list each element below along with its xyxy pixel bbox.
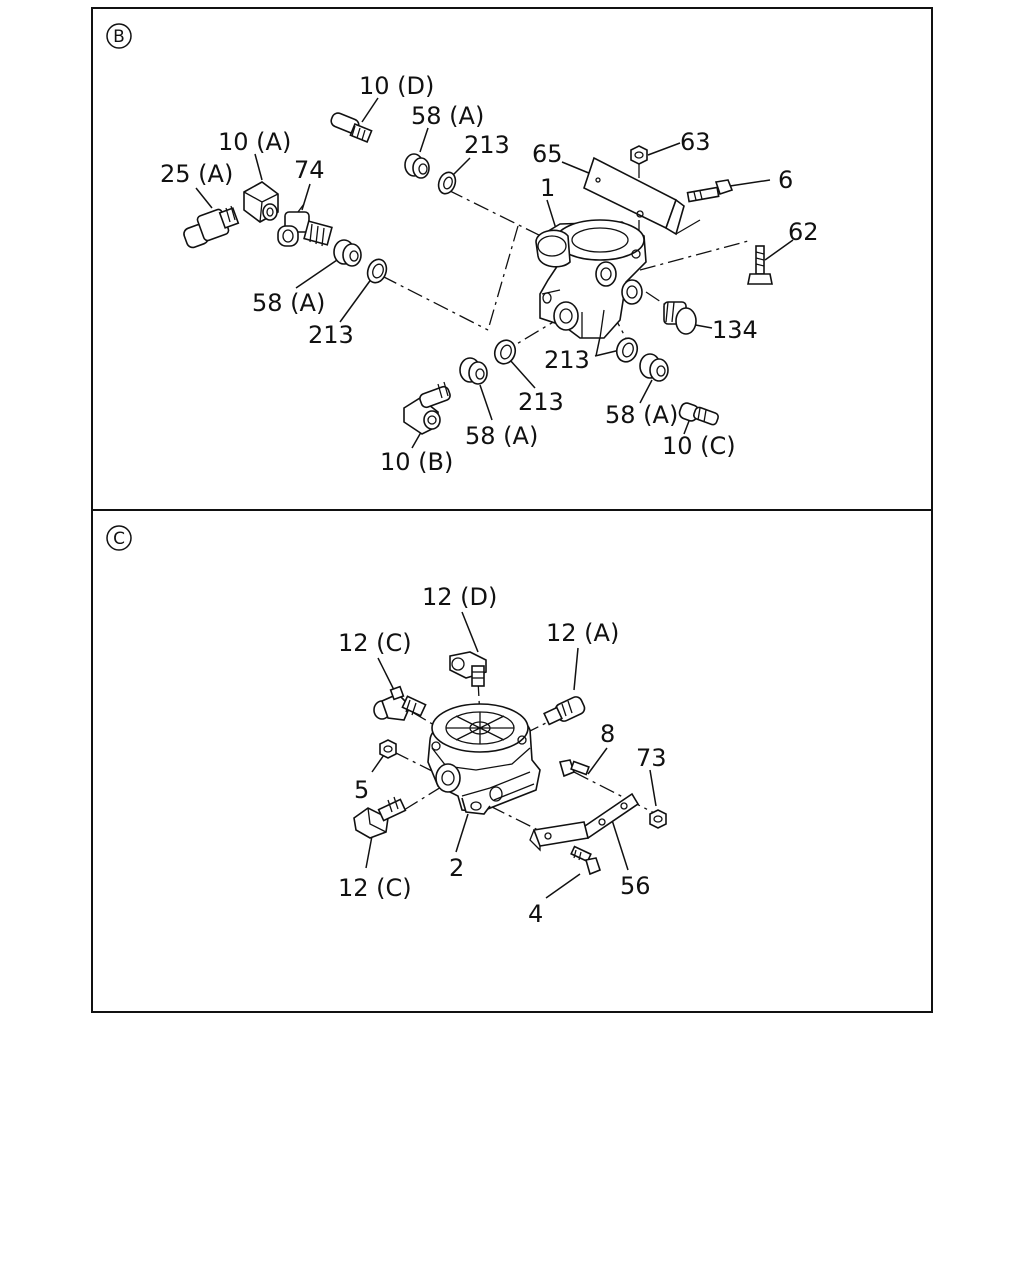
label-58a-right: 58 (A) [605,401,678,429]
label-10b: 10 (B) [380,448,453,476]
elbow-12c-top [373,685,427,721]
label-58a-top: 58 (A) [411,102,484,130]
plug-134 [663,301,697,335]
label-10c: 10 (C) [662,432,736,460]
adapter-58a-left [333,239,362,267]
label-62: 62 [788,218,819,246]
label-1: 1 [540,174,555,202]
switch-25a [183,205,240,249]
nut-73 [649,809,667,829]
label-213-left: 213 [308,321,354,349]
label-74: 74 [294,156,325,184]
label-65: 65 [532,140,563,168]
label-213-right: 213 [544,346,590,374]
valve-body-2 [427,703,541,815]
adapter-58a-bottom [459,357,488,385]
elbow-12c-bottom [353,796,407,839]
label-10a: 10 (A) [218,128,291,156]
label-58a-bottom: 58 (A) [465,422,538,450]
label-8: 8 [600,720,615,748]
panel-c: C [91,509,933,1013]
labels-b: 10 (D) 58 (A) 213 10 (A) 25 (A) 74 65 63… [160,72,819,476]
nut-63 [630,145,648,165]
panel-b: B [91,7,933,511]
section-marker-c: C [106,525,132,551]
fitting-12d [449,651,487,687]
washer-213-right [615,337,639,363]
label-213-top: 213 [464,131,510,159]
label-12c-top: 12 (C) [338,629,412,657]
label-12a: 12 (A) [546,619,619,647]
label-12c-bottom: 12 (C) [338,874,412,902]
section-marker-b: B [106,23,132,49]
bracket-56 [529,792,640,852]
label-12d: 12 (D) [422,583,497,611]
elbow-74 [277,203,333,247]
elbow-10b [403,381,451,435]
panel-c-frame [91,509,933,1013]
washer-213-top [437,171,457,195]
adapter-58a-right [639,353,669,382]
label-63: 63 [680,128,711,156]
washer-213-left [366,258,388,284]
label-4: 4 [528,900,543,928]
label-73: 73 [636,744,667,772]
valve-body-1 [535,219,647,339]
adapter-58a-top [404,153,430,179]
label-6: 6 [778,166,793,194]
fitting-10d [330,112,373,143]
svg-text:B: B [113,27,125,47]
label-213-mid: 213 [518,388,564,416]
tee-10a [243,181,279,223]
label-56: 56 [620,872,651,900]
leader-lines-c [365,611,657,899]
nut-5 [379,739,397,759]
labels-c: 12 (D) 12 (C) 12 (A) 8 73 5 2 56 12 (C) … [338,583,667,928]
bracket-65 [583,156,701,236]
label-58a-left: 58 (A) [252,289,325,317]
label-25a: 25 (A) [160,160,233,188]
bolt-62 [747,245,773,285]
bolt-6 [686,179,734,203]
bolt-8 [558,759,590,778]
label-10d: 10 (D) [359,72,434,100]
label-2: 2 [449,854,464,882]
label-134: 134 [712,316,758,344]
fitting-12a [543,696,586,726]
bolt-4 [570,845,601,876]
fitting-10c [678,402,720,426]
washer-213-mid [493,339,517,365]
label-5: 5 [354,776,369,804]
svg-text:C: C [113,529,125,549]
